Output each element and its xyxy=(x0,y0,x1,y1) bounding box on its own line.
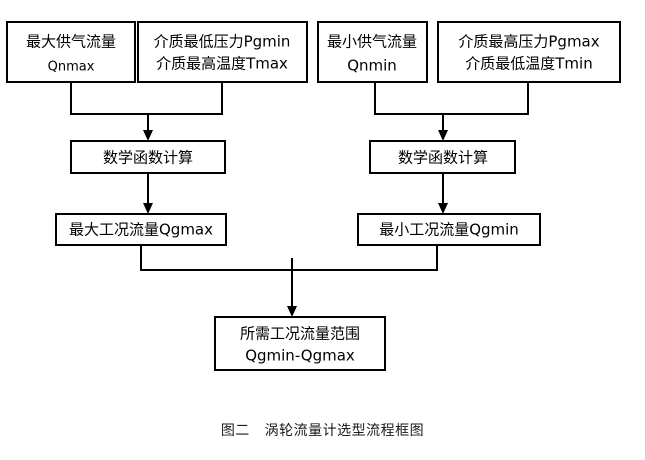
node-required-flow-range-line1: 所需工况流量范围 xyxy=(240,325,360,343)
node-medium-min-pressure-line2: 介质最高温度Tmax xyxy=(156,55,288,73)
connector-math-right-to-min-flow xyxy=(438,173,448,214)
connector-bottom-merge-bracket xyxy=(140,245,438,271)
node-required-flow-range-line2: Qgmin-Qgmax xyxy=(245,347,355,365)
node-min-supply-flow-border xyxy=(317,21,428,83)
node-math-function-right: 数学函数计算 xyxy=(369,140,516,174)
node-max-supply-flow-line1: 最大供气流量 xyxy=(26,33,116,51)
node-max-supply-flow: 最大供气流量 Qnmax xyxy=(6,21,136,83)
node-required-flow-range-border xyxy=(214,316,386,371)
node-math-function-left-label: 数学函数计算 xyxy=(103,149,193,167)
node-math-function-right-border xyxy=(369,140,516,174)
node-min-working-flow-border xyxy=(357,213,541,246)
node-medium-max-pressure-line1: 介质最高压力Pgmax xyxy=(458,33,599,51)
node-math-function-left-border xyxy=(70,140,226,174)
node-min-working-flow-label: 最小工况流量Qgmin xyxy=(379,221,519,239)
node-max-working-flow: 最大工况流量Qgmax xyxy=(55,213,227,246)
node-max-working-flow-border xyxy=(55,213,227,246)
node-medium-max-pressure-line2: 介质最低温度Tmin xyxy=(465,55,592,73)
arrow-head-math-left xyxy=(143,203,153,214)
node-min-supply-flow-line2: Qnmin xyxy=(347,57,397,75)
node-required-flow-range: 所需工况流量范围 Qgmin-Qgmax xyxy=(214,316,386,371)
node-min-supply-flow: 最小供气流量 Qnmin xyxy=(317,21,428,83)
arrow-head-math-right xyxy=(438,203,448,214)
arrow-head-left-merge xyxy=(143,130,153,141)
connector-left-merge xyxy=(70,82,223,141)
node-max-supply-flow-border xyxy=(6,21,136,83)
figure-caption: 图二 涡轮流量计选型流程框图 xyxy=(220,423,425,439)
node-medium-max-pressure-border xyxy=(437,21,621,83)
node-min-working-flow: 最小工况流量Qgmin xyxy=(357,213,541,246)
node-medium-min-pressure-line1: 介质最低压力Pgmin xyxy=(154,33,291,51)
connector-left-merge-bracket xyxy=(70,82,223,115)
arrow-head-bottom-merge xyxy=(287,306,297,317)
node-max-working-flow-label: 最大工况流量Qgmax xyxy=(69,221,213,239)
node-medium-max-pressure: 介质最高压力Pgmax 介质最低温度Tmin xyxy=(437,21,621,83)
connector-right-merge xyxy=(374,82,529,141)
node-min-supply-flow-line1: 最小供气流量 xyxy=(327,33,417,51)
connector-math-left-to-max-flow xyxy=(143,173,153,214)
node-medium-min-pressure: 介质最低压力Pgmin 介质最高温度Tmax xyxy=(137,21,308,83)
node-max-supply-flow-line2: Qnmax xyxy=(48,60,95,75)
connector-right-merge-bracket xyxy=(374,82,529,115)
arrow-head-right-merge xyxy=(438,130,448,141)
node-math-function-left: 数学函数计算 xyxy=(70,140,226,174)
node-math-function-right-label: 数学函数计算 xyxy=(398,149,488,167)
node-medium-min-pressure-border xyxy=(137,21,308,83)
connector-bottom-merge xyxy=(140,245,438,317)
